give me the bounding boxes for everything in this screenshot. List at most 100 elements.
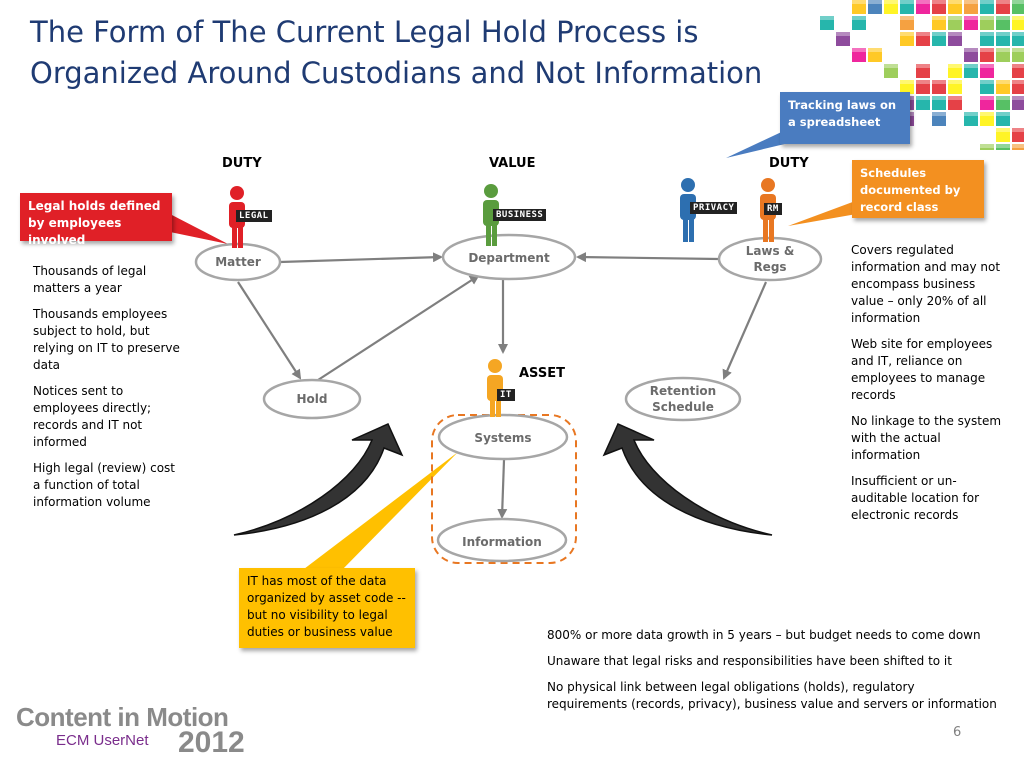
mosaic-cube [996, 0, 1010, 14]
right-note: Insufficient or un-auditable location fo… [851, 474, 980, 522]
arrow-matter-to-department [279, 252, 443, 264]
left-note: High legal (review) cost a function of t… [33, 461, 175, 509]
logo-line2: ECM UserNet [56, 732, 149, 749]
mosaic-cube [1012, 16, 1024, 30]
mosaic-cube-highlight [1012, 144, 1024, 148]
mosaic-cube-highlight [964, 0, 978, 4]
mosaic-cube-highlight [900, 32, 914, 36]
mosaic-cube [1012, 128, 1024, 142]
it-data-callout-tail [300, 452, 458, 572]
mosaic-cube [996, 32, 1010, 46]
mosaic-cube [964, 64, 978, 78]
it-data-callout: IT has most of the data organized by ass… [239, 568, 415, 648]
mosaic-cube [980, 16, 994, 30]
mosaic-cube-highlight [916, 0, 930, 4]
mosaic-cube [980, 0, 994, 14]
mosaic-cube-highlight [1012, 48, 1024, 52]
department-label: Department [468, 251, 550, 265]
mosaic-cube [964, 48, 978, 62]
mosaic-cube [1012, 48, 1024, 62]
mosaic-cube-highlight [996, 128, 1010, 132]
arrow-matter-to-hold [237, 281, 302, 380]
right-note: Covers regulated information and may not… [851, 243, 1001, 325]
mosaic-cube-highlight [948, 80, 962, 84]
mosaic-cube-highlight [964, 112, 978, 116]
hold-label: Hold [296, 392, 328, 406]
mosaic-cube-highlight [980, 80, 994, 84]
mosaic-cube [820, 16, 834, 30]
column-header-value: VALUE [489, 156, 536, 171]
curved-arrow-left [233, 423, 404, 536]
mosaic-cube [916, 0, 930, 14]
department-node [441, 233, 577, 281]
information-label: Information [462, 535, 542, 549]
mosaic-cube-highlight [948, 0, 962, 4]
bottom-note: 800% or more data growth in 5 years – bu… [547, 628, 981, 642]
mosaic-cube [948, 64, 962, 78]
arrow-laws-to-department [576, 252, 719, 263]
tracking-callout: Tracking laws on a spreadsheet [780, 92, 910, 144]
laws-regs-label: Laws & Regs [745, 244, 795, 274]
mosaic-cube-highlight [980, 96, 994, 100]
mosaic-cube-highlight [868, 48, 882, 52]
mosaic-cube-highlight [1012, 80, 1024, 84]
mosaic-cube [980, 80, 994, 94]
mosaic-cube [1012, 80, 1024, 94]
it-tag: IT [497, 389, 515, 401]
mosaic-cube [948, 16, 962, 30]
mosaic-cube-highlight [996, 96, 1010, 100]
mosaic-cube-highlight [964, 16, 978, 20]
mosaic-cube-highlight [852, 48, 866, 52]
mosaic-cube-highlight [980, 0, 994, 4]
mosaic-cube [900, 16, 914, 30]
mosaic-cube-highlight [996, 80, 1010, 84]
mosaic-cube-highlight [932, 80, 946, 84]
mosaic-cube-highlight [980, 48, 994, 52]
mosaic-cube-highlight [980, 112, 994, 116]
mosaic-cube [980, 144, 994, 150]
mosaic-cube [932, 16, 946, 30]
mosaic-cube [932, 112, 946, 126]
mosaic-cube-highlight [916, 96, 930, 100]
mosaic-cube-highlight [884, 0, 898, 4]
business-tag: BUSINESS [493, 209, 547, 221]
hold-node [262, 378, 362, 420]
rm-tag: RM [764, 203, 782, 215]
mosaic-cube [996, 144, 1010, 150]
mosaic-cube [868, 0, 882, 14]
mosaic-cube [836, 32, 850, 46]
mosaic-cube-highlight [932, 0, 946, 4]
it-person-figure [487, 359, 503, 417]
mosaic-cube [900, 32, 914, 46]
mosaic-cube-highlight [900, 0, 914, 4]
mosaic-cube-highlight [980, 64, 994, 68]
mosaic-cube [852, 0, 866, 14]
mosaic-cube-highlight [996, 16, 1010, 20]
cube-mosaic-decoration [820, 0, 1024, 150]
curved-arrow-right [602, 423, 773, 536]
mosaic-cube [884, 64, 898, 78]
mosaic-cube [964, 16, 978, 30]
mosaic-cube-highlight [1012, 0, 1024, 4]
mosaic-cube [1012, 0, 1024, 14]
mosaic-cube [980, 112, 994, 126]
mosaic-cube [884, 0, 898, 14]
left-note: Thousands of legal matters a year [33, 264, 147, 295]
column-header-asset: ASSET [519, 366, 565, 381]
mosaic-cube-highlight [996, 0, 1010, 4]
event-logo: Content in Motion ECM UserNet 2012 [16, 702, 266, 762]
retention-node [624, 376, 742, 422]
mosaic-cube-highlight [932, 32, 946, 36]
mosaic-cube [1012, 144, 1024, 150]
arrow-laws-to-retention [722, 281, 768, 380]
mosaic-cube-highlight [1012, 32, 1024, 36]
mosaic-cube-highlight [996, 112, 1010, 116]
right-note: No linkage to the system with the actual… [851, 414, 1002, 462]
mosaic-cube-highlight [932, 96, 946, 100]
privacy-tag: PRIVACY [690, 202, 738, 214]
mosaic-cube-highlight [980, 16, 994, 20]
mosaic-cube-highlight [964, 64, 978, 68]
mosaic-cube-highlight [948, 16, 962, 20]
page-title: The Form of The Current Legal Hold Proce… [30, 15, 763, 90]
